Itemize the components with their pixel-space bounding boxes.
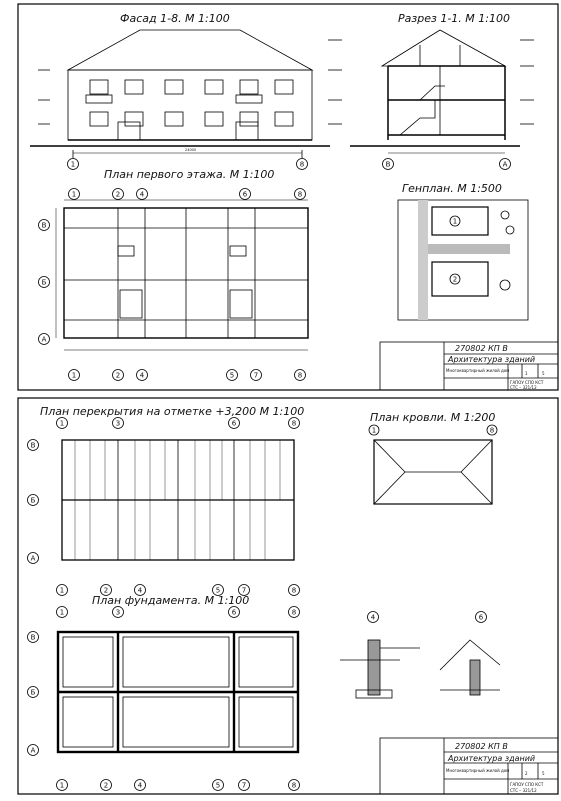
ground-floor-plan: План первого этажа. М 1:100 1 2 4 6 8 1 … — [38, 168, 309, 381]
section-title: Разрез 1-1. М 1:100 — [398, 12, 510, 25]
plan-title: План первого этажа. М 1:100 — [104, 168, 274, 181]
found-axis-top-6: 6 — [232, 609, 237, 617]
plan-axis-bottom-7: 7 — [254, 372, 258, 380]
found-axis-side-a: А — [31, 747, 36, 755]
stamp2-title: Архитектура зданий — [447, 754, 535, 763]
found-axis-bottom-7: 7 — [242, 782, 246, 790]
title-block-1: 270802 КП В Архитектура зданий Многоквар… — [379, 341, 559, 391]
plan-axis-bottom-2: 2 — [116, 372, 120, 380]
slab-axis-top-3: 3 — [116, 420, 120, 428]
facade-dim: 24000 — [185, 148, 196, 152]
title-block-2: 270802 КП В Архитектура зданий Многоквар… — [379, 737, 559, 795]
roof-title: План кровли. М 1:200 — [370, 411, 495, 424]
plan-axis-top-4: 4 — [140, 191, 145, 199]
slab-axis-side-a: А — [31, 555, 36, 563]
slab-axis-bottom-2: 2 — [104, 587, 108, 595]
slab-axis-bottom-5: 5 — [216, 587, 220, 595]
roof-axis-8: 8 — [490, 427, 494, 435]
facade-title: Фасад 1-8. М 1:100 — [120, 12, 230, 25]
slab-axis-bottom-8: 8 — [292, 587, 296, 595]
section-drawing: Разрез 1-1. М 1:100 В А — [350, 12, 534, 170]
section-axis-right: А — [503, 161, 508, 169]
stamp1-title: Архитектура зданий — [447, 355, 535, 364]
found-axis-side-v: В — [31, 634, 36, 642]
plan-axis-top-8: 8 — [298, 191, 302, 199]
genplan-label-1: 1 — [453, 218, 457, 226]
foundation-title: План фундамента. М 1:100 — [92, 594, 249, 607]
stamp1-sheet: 1 — [525, 371, 528, 376]
plan-axis-top-1: 1 — [72, 191, 76, 199]
stamp1-object: Многоквартирный жилой дом — [446, 368, 509, 373]
plan-axis-bottom-1: 1 — [72, 372, 76, 380]
slab-axis-side-b: Б — [31, 497, 36, 505]
slab-axis-bottom-7: 7 — [242, 587, 246, 595]
plan-axis-side-b: Б — [42, 279, 47, 287]
slab-axis-top-6: 6 — [232, 420, 237, 428]
detail-nodes: 4 6 — [340, 611, 501, 699]
plan-axis-side-a: А — [42, 336, 47, 344]
site-plan: Генплан. М 1:500 1 2 — [397, 182, 529, 321]
stamp2-object: Многоквартирный жилой дом — [446, 768, 509, 773]
stamp1-code: 270802 КП В — [455, 344, 508, 353]
slab-axis-bottom-4: 4 — [138, 587, 143, 595]
found-axis-bottom-5: 5 — [216, 782, 220, 790]
facade-axis-left: 1 — [71, 161, 75, 169]
plan-axis-side-v: В — [42, 222, 47, 230]
stamp2-group: СТС – 321/12 — [510, 788, 537, 793]
slab-axis-top-1: 1 — [60, 420, 64, 428]
found-axis-bottom-8: 8 — [292, 782, 296, 790]
node-label-6: 6 — [479, 614, 484, 622]
genplan-title: Генплан. М 1:500 — [402, 182, 502, 195]
slab-axis-bottom-1: 1 — [60, 587, 64, 595]
foundation-plan: План фундамента. М 1:100 1 3 6 8 1 2 4 5… — [27, 594, 300, 791]
facade-axis-right: 8 — [300, 161, 304, 169]
plan-axis-bottom-4: 4 — [140, 372, 145, 380]
facade-drawing: Фасад 1-8. М 1:100 1 8 24000 — [30, 12, 342, 170]
sheet1-frame — [17, 3, 559, 391]
plan-axis-bottom-8: 8 — [298, 372, 302, 380]
roof-axis-1: 1 — [372, 427, 376, 435]
stamp1-org: ГАПОУ СПО КСТ — [510, 380, 544, 385]
plan-axis-bottom-5: 5 — [230, 372, 234, 380]
sheet2-frame — [17, 397, 559, 795]
stamp2-sheets: 5 — [542, 771, 545, 776]
genplan-label-2: 2 — [453, 276, 457, 284]
node-label-4: 4 — [371, 614, 376, 622]
stamp1-group: СТС – 321/12 — [510, 385, 537, 390]
stamp1-sheets: 5 — [542, 371, 545, 376]
found-axis-bottom-2: 2 — [104, 782, 108, 790]
roof-plan: План кровли. М 1:200 1 8 — [368, 411, 498, 505]
slab-title: План перекрытия на отметке +3,200 М 1:10… — [40, 405, 304, 418]
stamp2-code: 270802 КП В — [455, 742, 508, 751]
stamp2-sheet: 2 — [525, 771, 528, 776]
found-axis-top-3: 3 — [116, 609, 120, 617]
slab-axis-top-8: 8 — [292, 420, 296, 428]
found-axis-top-8: 8 — [292, 609, 296, 617]
plan-axis-top-2: 2 — [116, 191, 120, 199]
section-axis-left: В — [386, 161, 391, 169]
slab-axis-side-v: В — [31, 442, 36, 450]
found-axis-top-1: 1 — [60, 609, 64, 617]
found-axis-side-b: Б — [31, 689, 36, 697]
plan-axis-top-6: 6 — [243, 191, 248, 199]
found-axis-bottom-4: 4 — [138, 782, 143, 790]
floor-slab-plan: План перекрытия на отметке +3,200 М 1:10… — [27, 405, 304, 596]
stamp2-org: ГАПОУ СПО КСТ — [510, 782, 544, 787]
found-axis-bottom-1: 1 — [60, 782, 64, 790]
